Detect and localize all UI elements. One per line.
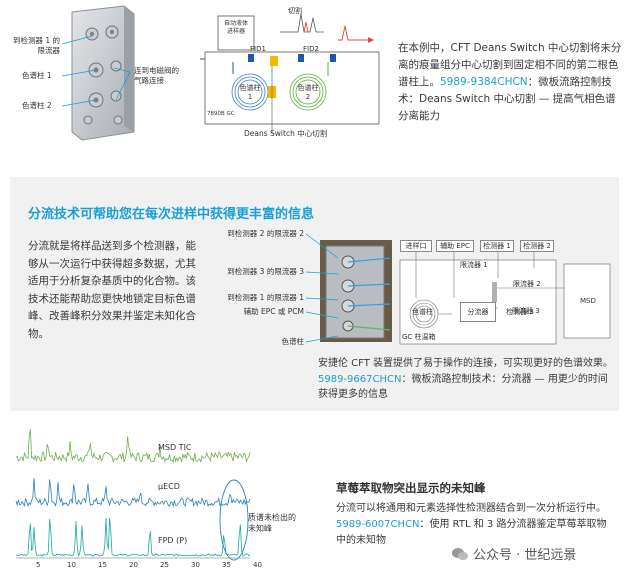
top-description: 在本例中，CFT Deans Switch 中心切割将未分离的痕量组分中心切割到… <box>398 42 622 122</box>
cft-device-photo <box>71 5 135 141</box>
label-column: 色谱柱 <box>281 337 305 346</box>
trace-label-fpd: FPD (P) <box>158 536 188 545</box>
splitter-photo <box>320 240 392 342</box>
schema-splitter: 分流器 <box>460 302 496 322</box>
label-fid1: FID1 <box>250 45 266 53</box>
splitter-leaders <box>305 233 339 343</box>
splitter-caption: 安捷伦 CFT 装置提供了易于操作的连接，可实现更好的色谱效果。5989-966… <box>318 358 614 400</box>
schema-restrictor-1: 限流器 1 <box>460 261 488 269</box>
splitter-schematic <box>399 250 611 345</box>
schema-msd: MSD <box>580 297 596 305</box>
label-restrictor-3: 到检测器 3 的限流器 3 <box>227 267 304 276</box>
label-gc-model: 7890B GC <box>207 111 235 117</box>
trace-ecd <box>15 478 251 508</box>
splitter-section-title: 分流技术可帮助您在每次进样中获得更丰富的信息 <box>28 207 315 222</box>
schema-oven: GC 柱温箱 <box>402 333 436 341</box>
deans-switch-caption: Deans Switch 中心切割 <box>244 129 328 138</box>
schema-restrictor-3: 限流器 3 <box>512 307 540 315</box>
deans-switch-diagram <box>200 13 380 134</box>
schema-inlet: 进样口 <box>400 240 432 252</box>
x-tick-label: 25 <box>160 561 169 569</box>
x-tick-label: 15 <box>98 561 107 569</box>
x-tick-label: 35 <box>222 561 231 569</box>
x-tick-label: 10 <box>67 561 76 569</box>
label-fid2: FID2 <box>303 45 319 53</box>
link-5989-9667[interactable]: 5989-9667CHCN <box>318 373 402 385</box>
label-restrictor-1b: 到检测器 1 的限流器 1 <box>227 293 304 302</box>
unknown-peak-highlight <box>219 479 249 561</box>
label-aux-epc: 辅助 EPC 或 PCM <box>243 307 304 316</box>
link-5989-6007[interactable]: 5989-6007CHCN <box>336 519 420 530</box>
schema-detector-2: 检测器 2 <box>520 240 554 252</box>
label-cut: 切割 <box>288 7 302 15</box>
unknown-peak-label: 质谱未检出的未知峰 <box>248 513 296 533</box>
label-autosampler: 自动液体进样器 <box>223 20 248 35</box>
label-restrictor-1: 到检测器 1 的限流器 <box>12 36 60 55</box>
schema-aux-epc: 辅助 EPC <box>436 240 474 252</box>
label-column-1: 色谱柱 1 <box>22 71 52 80</box>
strawberry-description: 分流可以将通用和元素选择性检测器结合到一次分析运行中。5989-6007CHCN… <box>336 503 607 546</box>
label-valve-connection: 连到电磁阀的气路连接 <box>134 66 179 85</box>
label-restrictor-2: 到检测器 2 的限流器 2 <box>227 229 304 238</box>
link-5989-9384[interactable]: 5989-9384CHCN <box>440 76 528 88</box>
label-column-2: 色谱柱 2 <box>22 101 52 110</box>
wechat-icon <box>452 547 468 560</box>
x-tick-label: 40 <box>253 561 262 569</box>
x-tick-label: 20 <box>129 561 138 569</box>
schema-restrictor-2: 限流器 2 <box>513 280 541 288</box>
x-tick-label: 5 <box>36 561 41 569</box>
trace-msd-tic <box>15 429 251 464</box>
photo-leader-lines <box>61 35 131 107</box>
chromatogram-figure <box>15 429 251 561</box>
schema-column: 色谱柱 <box>412 308 433 316</box>
strawberry-title: 草莓萃取物突出显示的未知峰 <box>336 481 486 495</box>
schema-detector-3: 检测器 3 <box>506 308 534 316</box>
trace-label-ecd: μECD <box>158 482 180 491</box>
trace-label-msd: MSD TIC <box>158 443 192 452</box>
splitter-body: 分流就是将样品送到多个检测器，能够从一次运行中获得超多数据，尤其适用于分析复杂基… <box>28 240 196 340</box>
wechat-watermark: 公众号 · 世纪远景 <box>452 544 576 563</box>
schema-detector-1: 检测器 1 <box>480 240 514 252</box>
trace-fpd <box>15 517 251 557</box>
x-tick-label: 30 <box>191 561 200 569</box>
